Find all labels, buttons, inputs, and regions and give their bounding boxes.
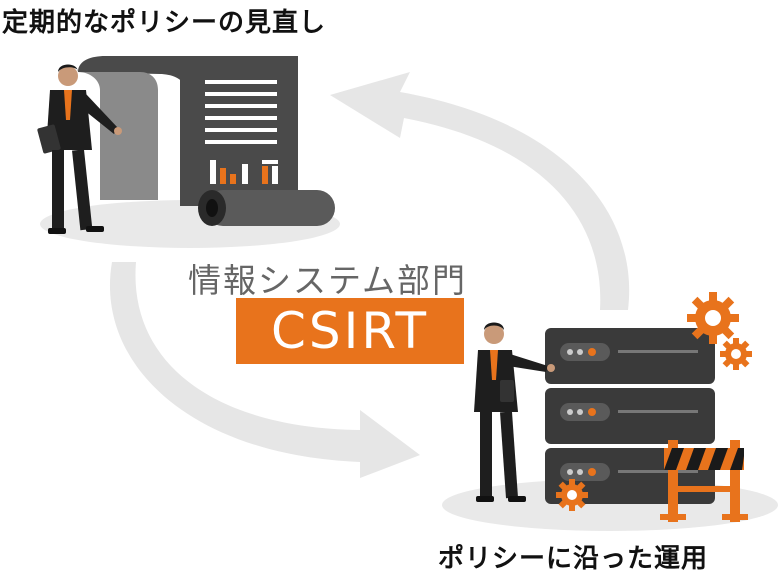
mini-bar-chart-icon bbox=[210, 160, 278, 184]
server-rack-icon bbox=[545, 328, 715, 504]
construction-barrier-icon bbox=[660, 440, 748, 522]
csirt-badge: CSIRT bbox=[236, 298, 464, 364]
title-bottom: ポリシーに沿った運用 bbox=[438, 544, 709, 574]
gear-icon-bottom bbox=[556, 479, 588, 511]
policy-scroll-icon bbox=[78, 56, 335, 226]
tablet-icon bbox=[500, 380, 514, 402]
title-top: 定期的なポリシーの見直し bbox=[2, 8, 327, 38]
gear-icon-small bbox=[720, 338, 752, 370]
csirt-badge-text: CSIRT bbox=[270, 302, 430, 360]
department-label: 情報システム部門 bbox=[188, 261, 468, 300]
cycle-arrow-icon bbox=[109, 72, 630, 478]
businessman-top-icon bbox=[37, 64, 122, 234]
businessman-bottom-icon bbox=[474, 322, 555, 502]
gear-icon-large bbox=[687, 292, 739, 344]
